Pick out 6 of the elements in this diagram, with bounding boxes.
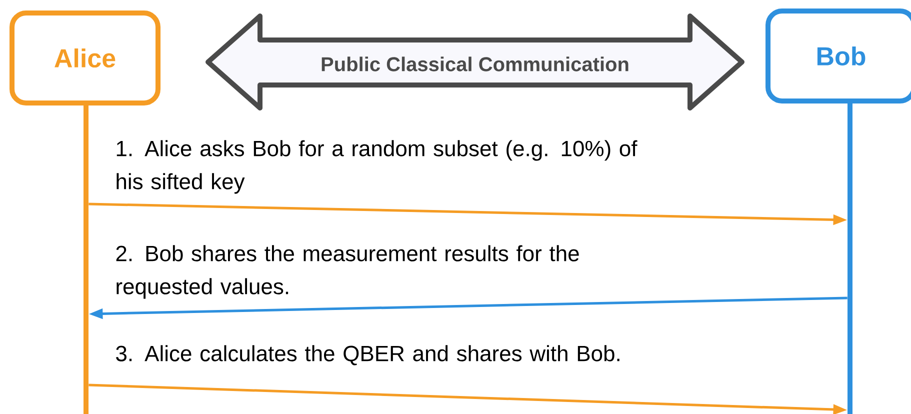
message-label: 3. Alice calculates the QBER and shares with Bob. [116,345,620,366]
actor-box: Bob [766,8,911,104]
message-label: 2. Bob shares the measurement results for the requested values. [116,245,579,299]
message-label: 1. Alice asks Bob for a random subset (e.g. 10%) of his sifted key [116,140,638,194]
lifeline [84,105,88,414]
actor-box: Alice [10,10,160,106]
